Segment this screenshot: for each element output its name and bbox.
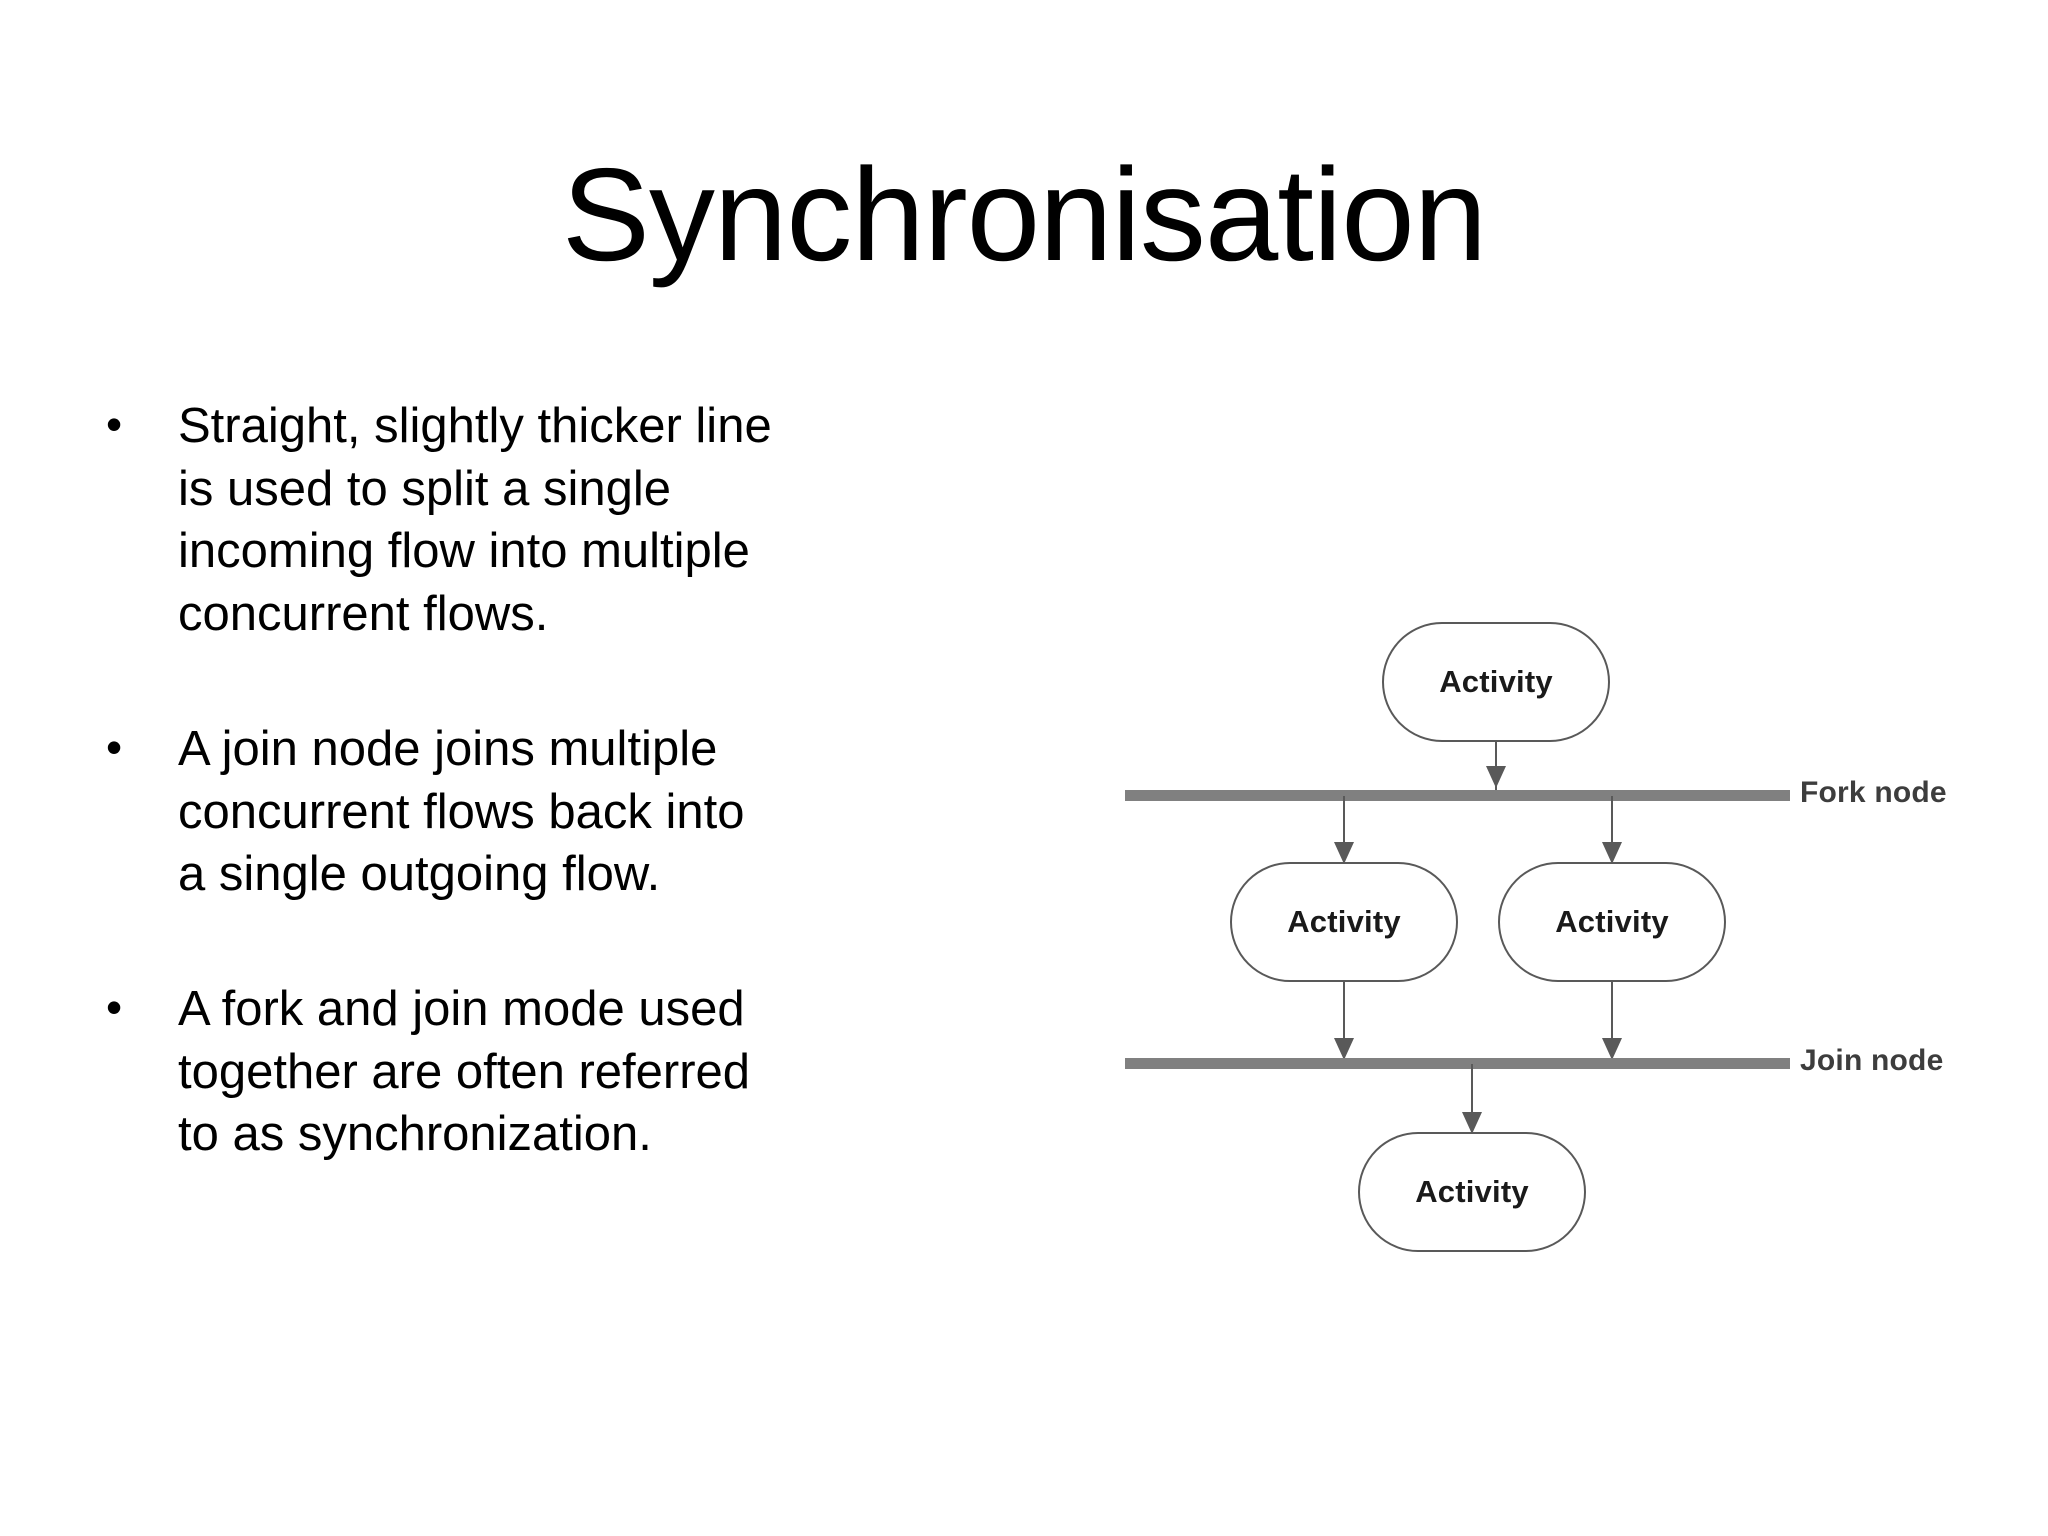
fork-node-bar: [1125, 790, 1790, 801]
bullet-text: A join node joins multiple concurrent fl…: [178, 718, 920, 906]
list-item: • A fork and join mode used together are…: [100, 978, 920, 1166]
bullet-line: is used to split a single: [178, 461, 671, 516]
flow-connector-line: [1343, 796, 1345, 866]
flow-connector-line: [1611, 982, 1613, 1062]
fork-node-label: Fork node: [1800, 776, 1947, 809]
bullet-marker-icon: •: [106, 981, 123, 1034]
bullet-line: a single outgoing flow.: [178, 847, 661, 902]
arrowhead-down-icon: [1486, 766, 1506, 788]
bullet-marker-icon: •: [106, 398, 123, 450]
page-title: Synchronisation: [561, 141, 1487, 289]
activity-node-right: Activity: [1498, 862, 1726, 982]
bullet-text: A fork and join mode used together are o…: [178, 978, 920, 1166]
list-item: • A join node joins multiple concurrent …: [100, 718, 920, 906]
activity-node-top: Activity: [1382, 622, 1610, 742]
join-node-bar: [1125, 1058, 1790, 1069]
activity-node-bottom: Activity: [1358, 1132, 1586, 1252]
join-node-label: Join node: [1800, 1044, 1944, 1077]
arrowhead-down-icon: [1602, 1038, 1622, 1060]
activity-diagram: Activity Fork node Activity Activity Joi…: [1100, 600, 2040, 1280]
bullet-marker-icon: •: [106, 720, 123, 773]
bullet-line: to as synchronization.: [178, 1107, 652, 1162]
flow-connector-line: [1471, 1064, 1473, 1136]
arrowhead-down-icon: [1334, 1038, 1354, 1060]
arrowhead-down-icon: [1462, 1112, 1482, 1134]
bullet-line: concurrent flows back into: [178, 784, 745, 839]
bullet-line: A fork and join mode used: [178, 982, 745, 1037]
bullet-list: • Straight, slightly thicker line is use…: [100, 395, 920, 1166]
bullet-line: incoming flow into multiple: [178, 524, 750, 579]
bullet-text: Straight, slightly thicker line is used …: [178, 395, 920, 646]
bullet-line: Straight, slightly thicker line: [178, 399, 772, 453]
bullet-line: together are often referred: [178, 1044, 751, 1099]
bullet-line: concurrent flows.: [178, 587, 549, 642]
list-item: • Straight, slightly thicker line is use…: [100, 395, 920, 646]
bullet-line: A join node joins multiple: [178, 721, 718, 776]
arrowhead-down-icon: [1602, 842, 1622, 864]
flow-connector-line: [1343, 982, 1345, 1062]
flow-connector-line: [1611, 796, 1613, 866]
arrowhead-down-icon: [1334, 842, 1354, 864]
activity-node-left: Activity: [1230, 862, 1458, 982]
